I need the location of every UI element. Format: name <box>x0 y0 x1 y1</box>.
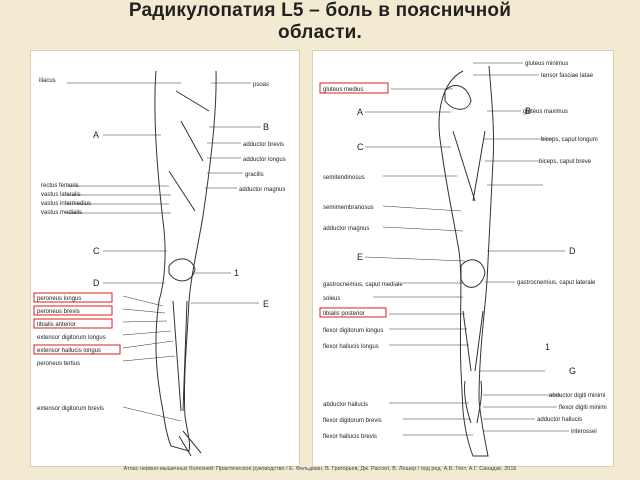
label-adductor-hallucis: adductor hallucis <box>537 417 582 423</box>
label-rectus-femoris: rectus femoris <box>41 183 79 189</box>
label-tibialis-anterior: tibialis anterior <box>37 322 76 328</box>
letter-D-back: D <box>569 246 576 256</box>
front-highlight-boxes <box>33 292 121 355</box>
front-view-panel: iliacus rectus femoris vastus lateralis … <box>30 50 300 467</box>
label-adductor-longus: adductor longus <box>243 157 286 163</box>
letter-A: A <box>93 130 99 140</box>
label-flexor-hallucis-brevis: flexor hallucis brevis <box>323 434 377 440</box>
label-flexor-digitorum-longus: flexor digitorum longus <box>323 328 383 334</box>
label-vastus-lateralis: vastus lateralis <box>41 192 81 198</box>
back-view-diagram: gluteus medius semitendinosus semimembra… <box>319 61 607 457</box>
letter-D: D <box>93 278 100 288</box>
slide-title: Радикулопатия L5 – боль в поясничной обл… <box>0 0 640 50</box>
label-gluteus-medius: gluteus medius <box>323 87 363 93</box>
label-extensor-digitorum-brevis: extensor digitorum brevis <box>37 406 104 412</box>
label-adductor-brevis: adductor brevis <box>243 142 284 148</box>
letter-A-back: A <box>357 107 363 117</box>
label-peroneus-tertius: peroneus tertius <box>37 361 80 367</box>
label-gastrocnemius-laterale: gastrocnemius, caput laterale <box>517 280 596 286</box>
letter-C: C <box>93 246 100 256</box>
label-extensor-digitorum-longus: extensor digitorum longus <box>37 335 106 341</box>
back-highlight-boxes <box>319 82 389 318</box>
label-flexor-digiti-minimi: flexor digiti minimi <box>559 405 607 411</box>
label-gluteus-maximus: gluteus maximus <box>523 109 568 115</box>
letter-B-back: B <box>525 106 531 116</box>
label-gluteus-minimus: gluteus minimus <box>525 61 568 67</box>
label-biceps-caput-longum: biceps, caput longum <box>541 137 598 143</box>
label-peroneus-longus: peroneus longus <box>37 296 81 302</box>
title-line-2: области. <box>278 22 362 43</box>
label-psoas: psoas <box>253 82 269 88</box>
back-leg-outline <box>438 65 495 457</box>
label-adductor-magnus: adductor magnus <box>239 187 285 193</box>
label-tibialis-posterior: tibialis posterior <box>323 311 365 317</box>
label-semimembranosus: semimembranosus <box>323 205 374 211</box>
label-vastus-intermedius: vastus intermedius <box>41 201 91 207</box>
letter-G-back: G <box>569 366 576 376</box>
letter-C-back: C <box>357 142 364 152</box>
front-view-diagram: iliacus rectus femoris vastus lateralis … <box>33 70 286 457</box>
label-vastus-medialis: vastus medialis <box>41 210 82 216</box>
label-adductor-magnus-back: adductor magnus <box>323 226 369 232</box>
label-flexor-hallucis-longus: flexor hallucis longus <box>323 344 379 350</box>
label-abductor-digiti-minimi: abductor digiti minimi <box>549 393 605 399</box>
front-leg-outline <box>154 70 217 457</box>
label-gracilis: gracilis <box>245 172 264 178</box>
label-tensor-fasciae-latae: tensor fasciae latae <box>541 73 594 79</box>
back-leader-lines <box>364 62 569 436</box>
label-gastrocnemius-mediale: gastrocnemius, caput mediale <box>323 282 403 288</box>
letter-E: E <box>263 299 269 309</box>
title-line-1: Радикулопатия L5 – боль в поясничной <box>128 0 512 21</box>
label-peroneus-brevis: peroneus brevis <box>37 309 80 315</box>
label-iliacus: iliacus <box>39 78 56 84</box>
letter-B: B <box>263 122 269 132</box>
label-semitendinosus: semitendinosus <box>323 175 365 181</box>
front-leader-lines <box>67 82 261 422</box>
label-soleus: soleus <box>323 296 340 302</box>
label-flexor-digitorum-brevis: flexor digitorum brevis <box>323 418 382 424</box>
citation-footer: Атлас нервно-мышечных болезней: Практиче… <box>123 466 517 472</box>
label-biceps-caput-breve: biceps, caput breve <box>539 159 592 165</box>
label-interossei: interossei <box>571 429 597 435</box>
letter-E-back: E <box>357 252 363 262</box>
label-extensor-hallucis-longus: extensor hallucis longus <box>37 348 101 354</box>
number-1-back: 1 <box>545 342 550 352</box>
back-view-panel: gluteus medius semitendinosus semimembra… <box>312 50 614 467</box>
number-1: 1 <box>234 268 239 278</box>
label-abductor-hallucis: abductor hallucis <box>323 402 368 408</box>
